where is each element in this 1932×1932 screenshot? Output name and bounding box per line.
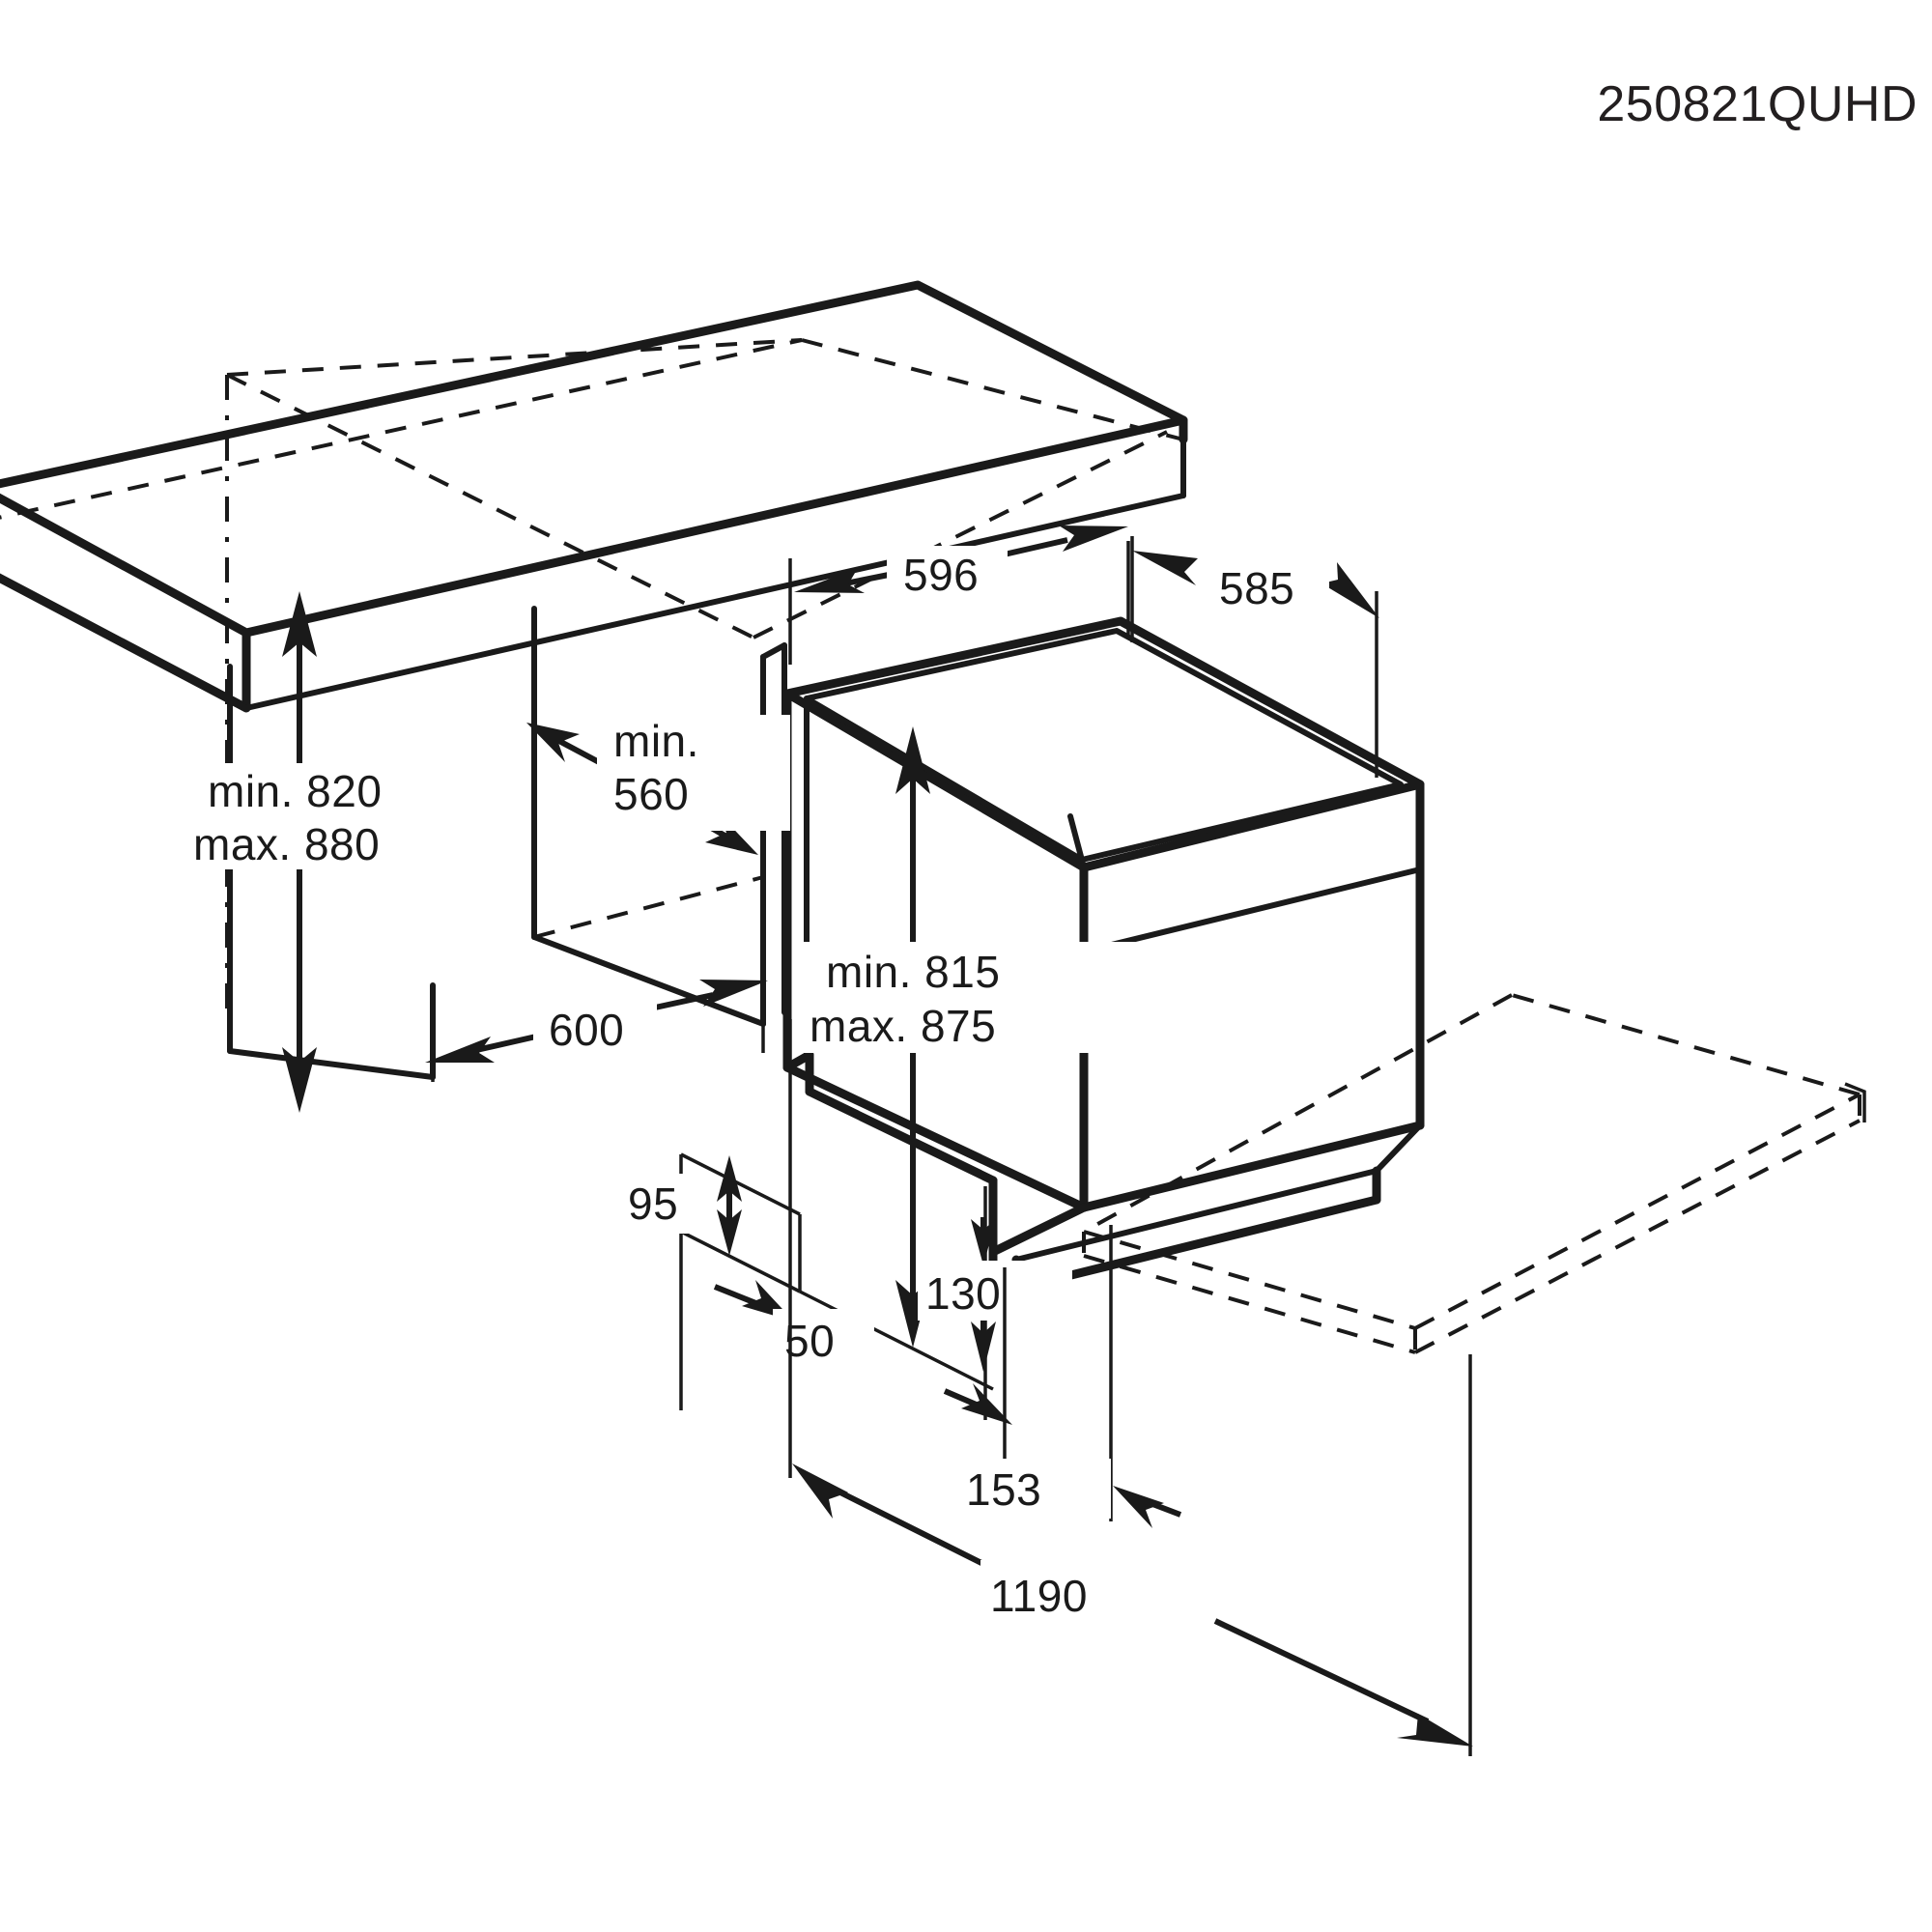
dim-label-815: min. 815 — [826, 947, 1000, 997]
dim-appliance-height: min. 815 max. 875 — [792, 726, 1140, 1348]
cabinet-front-upright — [760, 642, 787, 1027]
dim-door-open-depth: 1190 — [788, 1019, 1473, 1756]
dim-front-offset: 153 — [943, 1225, 1182, 1528]
document-title: 250821QUHD — [1597, 76, 1918, 132]
dim-base-clearance: 130 — [918, 1186, 1072, 1420]
appliance-body — [782, 616, 1425, 1212]
dim-cabinet-height: min. 820 max. 880 — [169, 591, 488, 1113]
dim-label-1190: 1190 — [990, 1571, 1088, 1621]
dim-label-875: max. 875 — [810, 1001, 996, 1051]
dim-label-880: max. 880 — [193, 819, 380, 869]
dim-label-50: 50 — [784, 1316, 835, 1366]
cabinet-side-panel-left — [225, 375, 436, 1080]
dim-label-95: 95 — [628, 1179, 678, 1229]
worktop-hidden-edges — [0, 338, 1184, 639]
dim-plinth-setback: 50 — [713, 1280, 874, 1369]
dim-niche-depth: min. 560 — [526, 715, 790, 855]
dim-label-820: min. 820 — [208, 766, 382, 816]
dim-label-153: 153 — [966, 1464, 1041, 1515]
dim-plinth-height: 95 — [616, 1155, 742, 1256]
dim-label-min-560-line2: 560 — [613, 769, 689, 819]
dim-label-585: 585 — [1219, 563, 1294, 613]
dim-label-600: 600 — [549, 1005, 624, 1055]
dim-label-130: 130 — [925, 1268, 1001, 1319]
dim-appliance-depth: 585 — [1130, 536, 1379, 778]
open-door-outline — [1082, 993, 1866, 1354]
dim-label-596: 596 — [903, 550, 979, 600]
plinth-panel — [679, 1152, 994, 1410]
dim-label-min-560-line1: min. — [613, 716, 699, 766]
dim-niche-width: 596 — [788, 526, 1130, 665]
dim-cabinet-width: 600 — [425, 980, 768, 1082]
